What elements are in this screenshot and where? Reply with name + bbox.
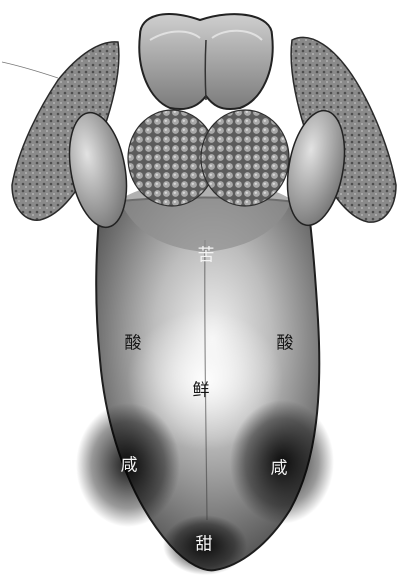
label-salty-right: 咸	[271, 461, 288, 478]
label-bitter: 苦	[198, 248, 215, 265]
label-sour-right: 酸	[277, 336, 294, 353]
label-umami: 鲜	[193, 383, 210, 400]
label-sour-left: 酸	[125, 336, 142, 353]
label-sweet: 甜	[196, 537, 213, 554]
label-salty-left: 咸	[121, 458, 138, 475]
